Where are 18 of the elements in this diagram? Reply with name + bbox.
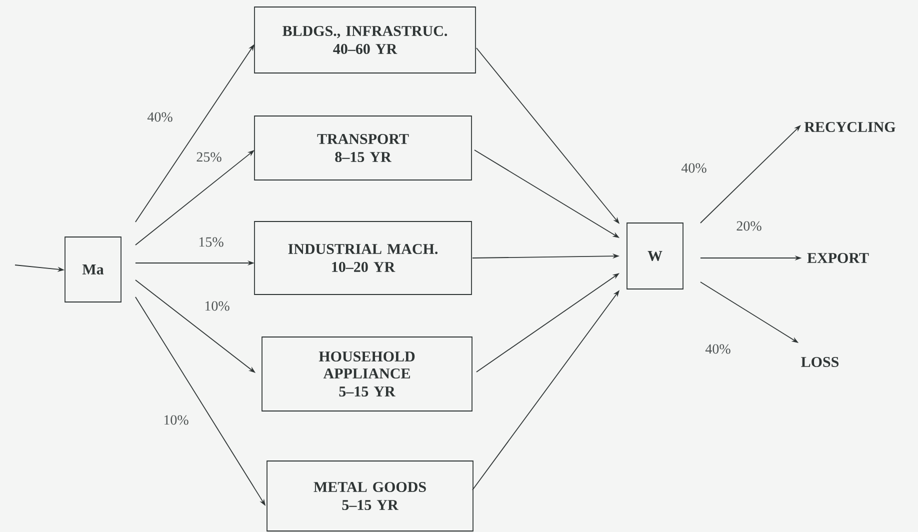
process-box: INDUSTRIAL MACH. 10–20 YR bbox=[254, 221, 472, 295]
edge-label: 20% bbox=[735, 220, 763, 232]
output-label: EXPORT bbox=[807, 252, 869, 264]
output-label: RECYCLING bbox=[804, 122, 896, 132]
edge-label: 25% bbox=[195, 151, 223, 163]
process-box: Ma bbox=[64, 236, 122, 302]
edge-label: 15% bbox=[197, 236, 225, 248]
edge-label: 10% bbox=[203, 300, 231, 312]
process-box: BLDGS., INFRASTRUC. 40–60 YR bbox=[254, 6, 476, 74]
edge-label: 40% bbox=[680, 162, 708, 174]
output-label: LOSS bbox=[801, 356, 839, 368]
process-box: W bbox=[626, 222, 684, 290]
process-box: HOUSEHOLD APPLIANCE 5–15 YR bbox=[262, 336, 472, 412]
edge-label: 40% bbox=[704, 343, 732, 355]
edge-label: 40% bbox=[146, 111, 174, 123]
process-box: TRANSPORT 8–15 YR bbox=[254, 116, 472, 180]
edge-label: 10% bbox=[162, 414, 190, 426]
process-box: METAL GOODS 5–15 YR bbox=[266, 460, 474, 532]
